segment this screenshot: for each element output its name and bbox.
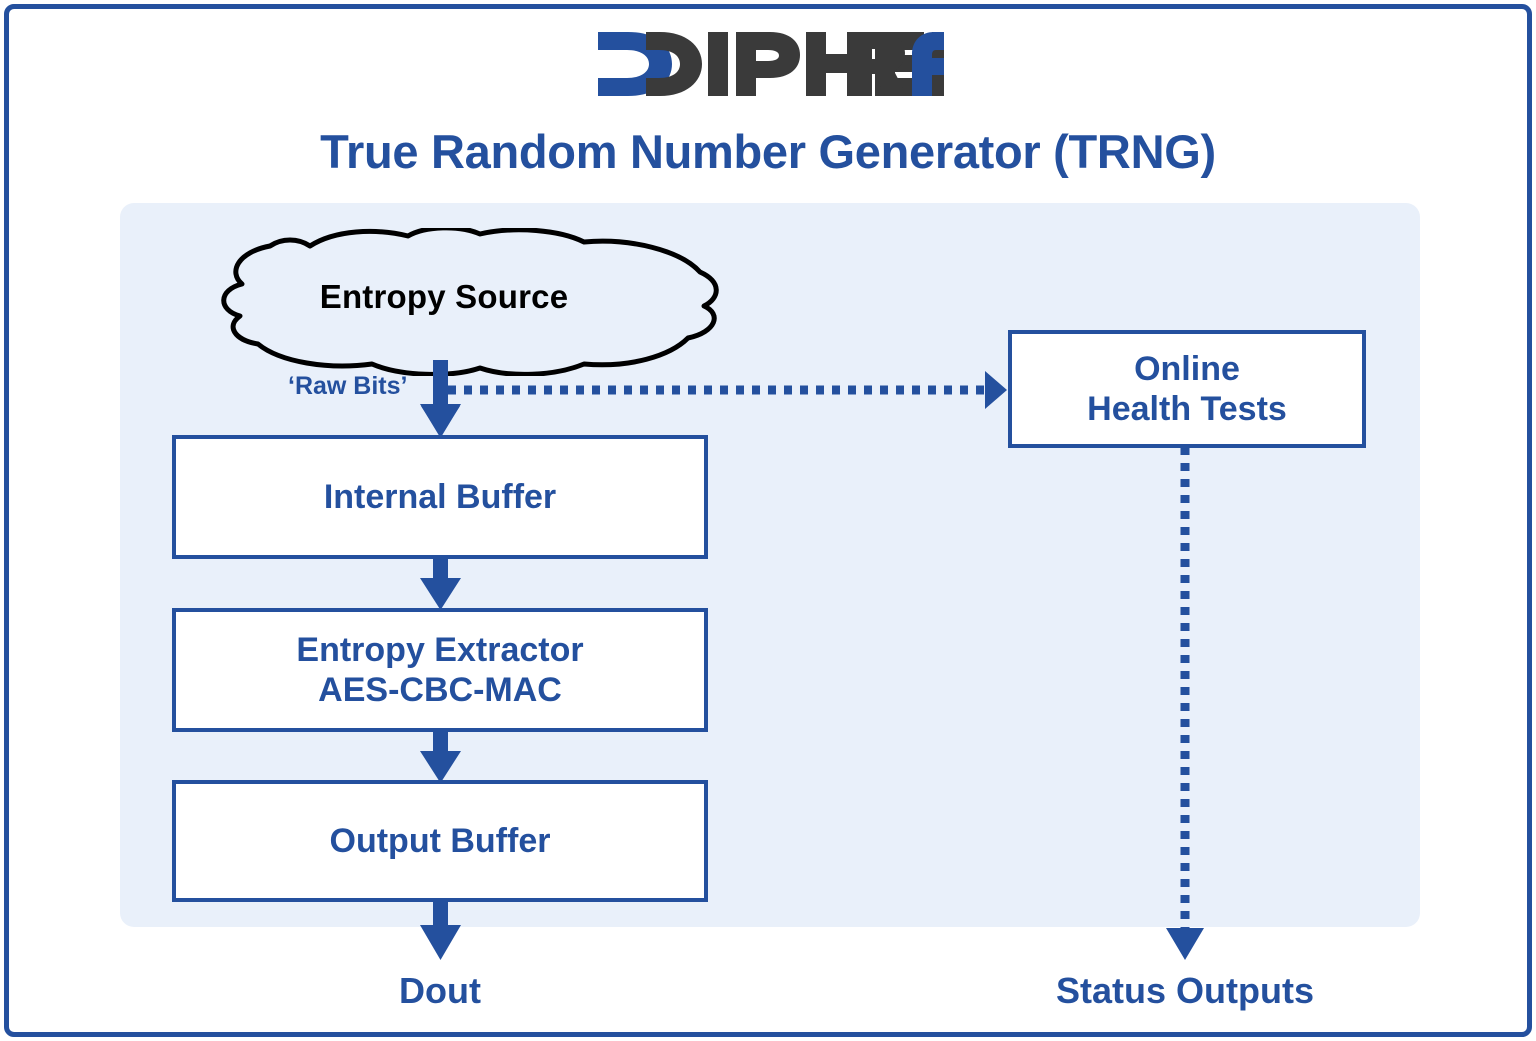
block-entropy-extractor-label-line1: Entropy Extractor [296, 630, 584, 669]
block-online-health-tests-label-line2: Health Tests [1087, 390, 1287, 428]
xiphera-logo-suffix [852, 28, 944, 100]
page-title: True Random Number Generator (TRNG) [320, 125, 1216, 178]
block-output-buffer-label: Output Buffer [329, 821, 551, 860]
entropy-source-label: Entropy Source [319, 278, 569, 315]
entropy-source-cloud-shape [160, 228, 728, 376]
block-internal-buffer[interactable]: Internal Buffer [172, 435, 708, 559]
block-entropy-extractor-label-line2: AES-CBC-MAC [318, 671, 562, 709]
block-online-health-tests-label-line1: Online [1134, 349, 1240, 388]
raw-bits-label: ‘Raw Bits’ [288, 372, 408, 400]
block-entropy-extractor[interactable]: Entropy Extractor AES-CBC-MAC [172, 608, 708, 732]
block-internal-buffer-label: Internal Buffer [323, 477, 557, 516]
block-output-buffer[interactable]: Output Buffer [172, 780, 708, 902]
block-online-health-tests[interactable]: Online Health Tests [1008, 330, 1366, 448]
output-label-dout: Dout [399, 970, 481, 1011]
output-label-status-outputs: Status Outputs [1056, 970, 1314, 1011]
